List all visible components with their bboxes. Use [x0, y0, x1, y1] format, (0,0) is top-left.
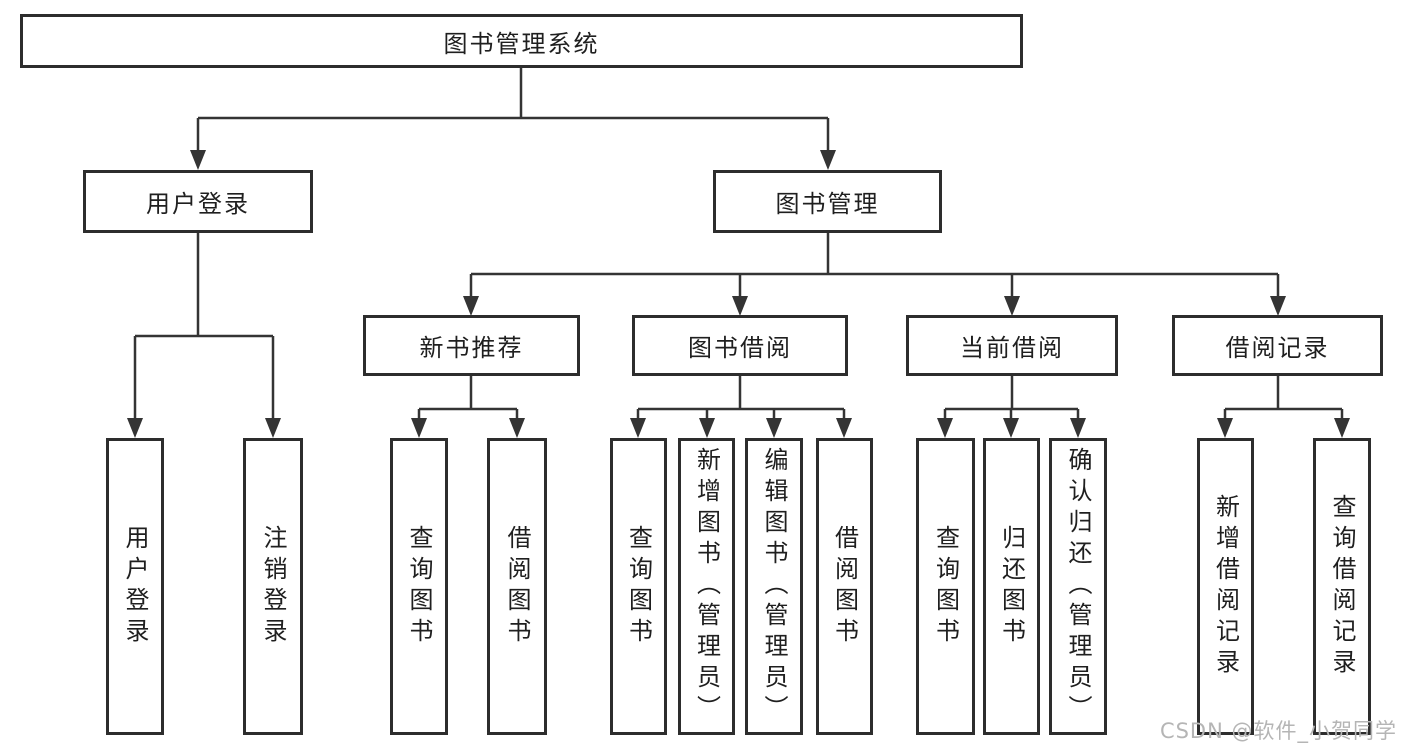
node-user-login-action: 用户登录	[106, 438, 164, 735]
connector-paths	[133, 68, 1344, 420]
node-current-query-books: 查询图书	[916, 438, 975, 735]
watermark: CSDN @软件_小贺同学	[1159, 719, 1397, 743]
node-borrowing-edit-books: 编辑图书（管理员）	[745, 438, 803, 735]
node-recommend-query-books: 查询图书	[390, 438, 448, 735]
node-recommend-borrow-books: 借阅图书	[487, 438, 547, 735]
node-root: 图书管理系统	[20, 14, 1023, 68]
node-borrowing-records: 借阅记录	[1172, 315, 1383, 376]
node-logout-action: 注销登录	[243, 438, 303, 735]
node-current-return-books: 归还图书	[983, 438, 1040, 735]
node-current-borrowing: 当前借阅	[906, 315, 1118, 376]
node-borrowing-add-books: 新增图书（管理员）	[678, 438, 735, 735]
node-borrowing-borrow-books: 借阅图书	[816, 438, 873, 735]
node-book-borrowing: 图书借阅	[632, 315, 848, 376]
node-borrowing-query-books: 查询图书	[610, 438, 667, 735]
node-new-book-recommendation: 新书推荐	[363, 315, 580, 376]
arrowheads	[127, 150, 1350, 438]
node-book-management-module: 图书管理	[713, 170, 942, 233]
node-user-login-module: 用户登录	[83, 170, 313, 233]
node-records-query-record: 查询借阅记录	[1313, 438, 1371, 735]
node-current-confirm-return: 确认归还（管理员）	[1049, 438, 1107, 735]
node-records-add-record: 新增借阅记录	[1197, 438, 1254, 735]
